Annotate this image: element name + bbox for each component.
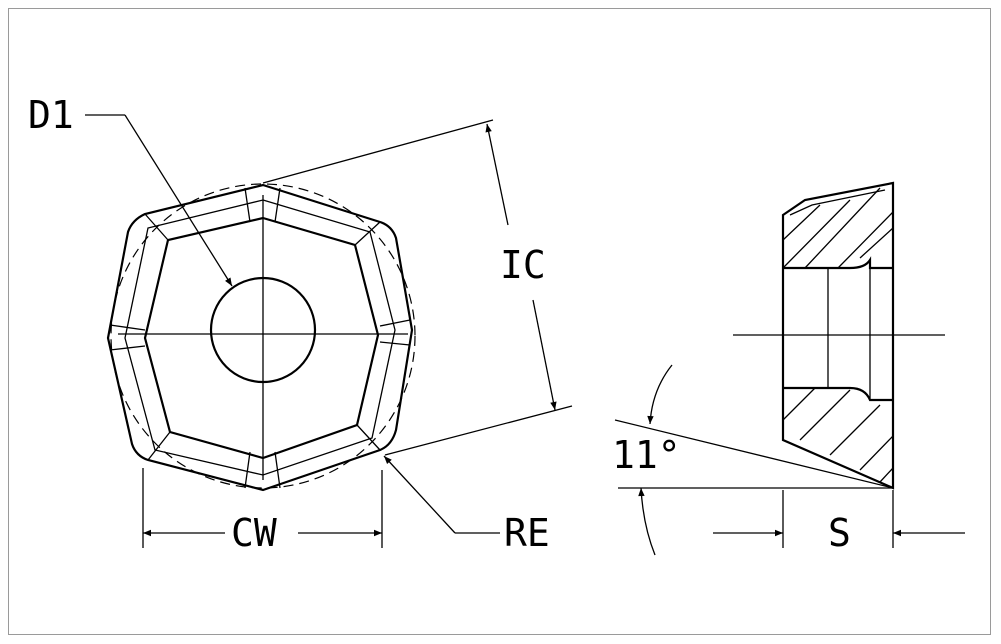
middle-octagon bbox=[124, 199, 396, 476]
insert-top-view bbox=[106, 183, 416, 492]
re-leader-arrow bbox=[383, 455, 456, 534]
ic-extension-bottom bbox=[384, 405, 573, 456]
angle-arrow-lower bbox=[638, 487, 656, 556]
insert-side-section bbox=[733, 181, 945, 490]
ic-dim-line-lower bbox=[532, 299, 557, 411]
re-label: RE bbox=[504, 511, 550, 555]
corner-edges bbox=[109, 187, 411, 489]
angle-label: 11° bbox=[612, 433, 681, 477]
cw-label: CW bbox=[231, 511, 277, 555]
drawing-frame bbox=[8, 8, 991, 635]
s-label: S bbox=[828, 511, 851, 555]
angle-line bbox=[614, 419, 894, 489]
inscribed-circle bbox=[110, 183, 416, 489]
ic-label: IC bbox=[500, 243, 546, 287]
outer-octagon bbox=[106, 183, 414, 492]
ic-extension-top bbox=[262, 119, 494, 184]
inner-octagon bbox=[143, 216, 380, 460]
ic-dim-line-upper bbox=[485, 123, 509, 226]
d1-leader-arrow bbox=[124, 114, 233, 287]
d1-label: D1 bbox=[28, 93, 74, 137]
section-hatching bbox=[782, 187, 894, 483]
angle-arrow-upper bbox=[647, 364, 673, 425]
